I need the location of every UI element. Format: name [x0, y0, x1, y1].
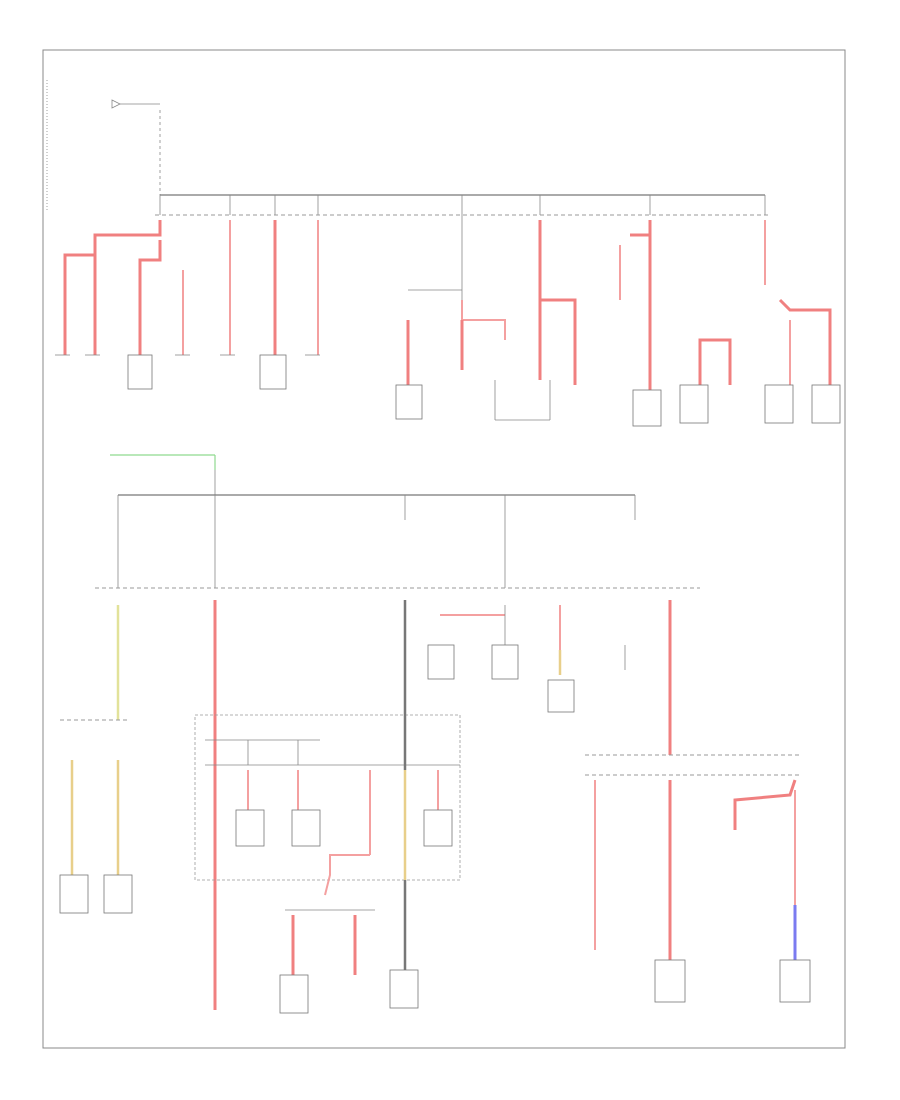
diagram-frame: [42, 49, 846, 1049]
component-box: [127, 354, 153, 390]
component-box: [679, 384, 709, 424]
middle-power-section: [59, 454, 811, 1014]
top-power-section: [55, 99, 841, 427]
component-box: [259, 354, 287, 390]
component-box: [764, 384, 794, 424]
component-box: [632, 389, 662, 427]
component-box: [811, 384, 841, 424]
component-box: [395, 384, 423, 420]
